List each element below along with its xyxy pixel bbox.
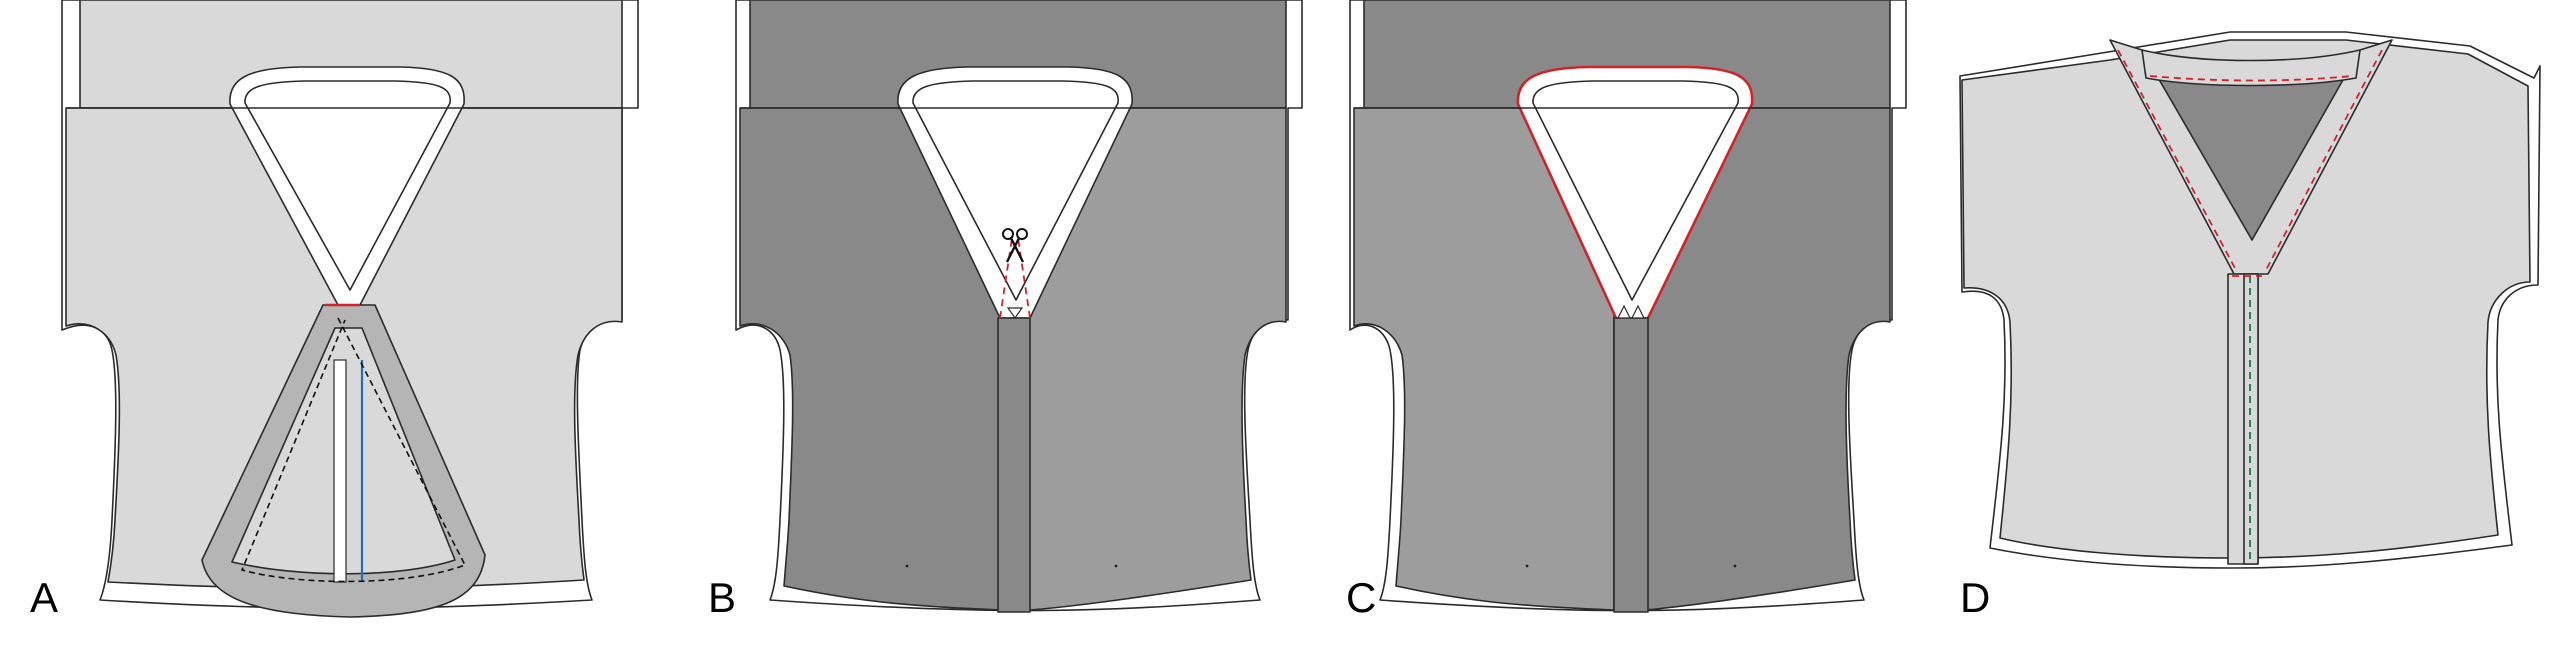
panel-c-neck-opening xyxy=(1532,80,1739,301)
panel-b-dart-left xyxy=(905,564,909,568)
panel-d-placket-overlap xyxy=(2243,273,2259,565)
panel-c-dart-right xyxy=(1733,564,1737,568)
panel-b: B xyxy=(708,0,1303,621)
panel-b-cut-guide-left xyxy=(999,237,1013,319)
panel-d-back-collar xyxy=(2141,49,2361,87)
panel-b-right-body xyxy=(1001,107,1287,611)
panel-c-notch-right xyxy=(1631,304,1645,319)
panel-b-notch xyxy=(1006,307,1024,320)
panel-b-placket xyxy=(997,317,1031,613)
panel-d-label: D xyxy=(1960,574,1990,621)
panel-c-notch-left xyxy=(1617,304,1631,319)
panel-c-stitch-red xyxy=(1516,65,1754,319)
panel-a-neck-opening xyxy=(244,80,451,291)
panel-a-placket-left xyxy=(333,359,347,583)
panel-c-placket xyxy=(1613,317,1649,613)
panel-b-dart-right xyxy=(1114,564,1118,568)
panel-b-label: B xyxy=(708,574,736,621)
panel-a-stitch-black xyxy=(240,317,467,583)
panel-a: A xyxy=(30,0,639,621)
panel-b-cut-guide-right xyxy=(1017,237,1031,319)
scissors-icon xyxy=(1002,228,1028,263)
panel-c-dart-left xyxy=(1525,564,1529,568)
panel-b-neck-opening xyxy=(912,80,1119,301)
panel-b-left-body xyxy=(739,107,1003,611)
panel-d-stitch-red-right xyxy=(2265,49,2383,271)
panel-d-stitch-red-collar xyxy=(2149,75,2353,82)
panel-c-left-body xyxy=(1353,107,1615,611)
panel-c: C xyxy=(1346,0,1907,621)
panel-c-label: C xyxy=(1346,574,1376,621)
panel-a-label: A xyxy=(30,574,58,621)
panel-d-stitch-red-left xyxy=(2117,49,2237,271)
panel-d: D xyxy=(1959,31,2541,621)
